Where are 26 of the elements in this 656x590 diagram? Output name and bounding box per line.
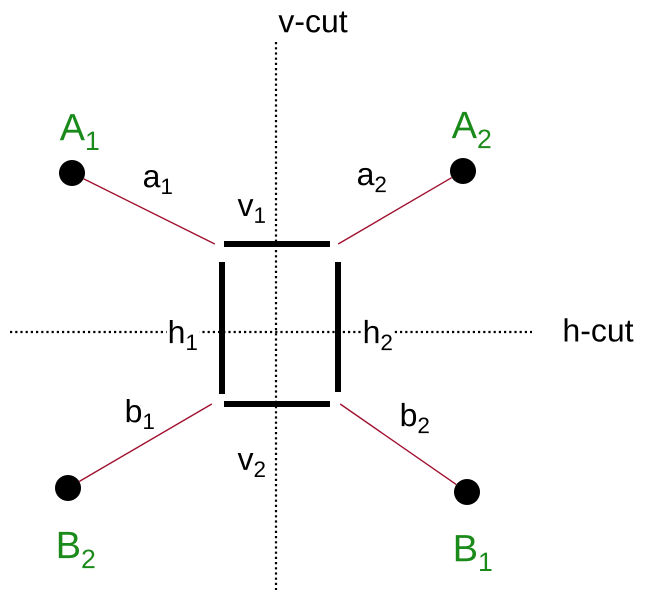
edge-label: b$_{1}$	[124, 398, 156, 430]
dot	[55, 475, 81, 501]
dot	[454, 479, 480, 505]
dot	[59, 160, 85, 186]
segment-label: v$_{1}$	[236, 198, 268, 224]
thick-segment	[224, 241, 330, 247]
point-label: B$_{1}$	[456, 535, 492, 571]
edge-label: a$_{2}$	[356, 166, 388, 194]
line	[79, 403, 212, 482]
thick-segment	[335, 262, 341, 392]
segment-label: v$_{2}$	[236, 452, 268, 478]
thick-segment	[219, 262, 225, 394]
segment-label: h$_{2}$	[362, 318, 394, 352]
thick-segment	[224, 401, 330, 407]
line	[338, 177, 452, 245]
line	[84, 178, 216, 245]
segment-label: h$_{1}$	[166, 319, 200, 352]
cut-label: h-cut	[561, 317, 635, 343]
point-label: B$_{2}$	[58, 532, 94, 568]
cut-label: v-cut	[277, 10, 349, 34]
point-label: A$_{1}$	[60, 114, 99, 150]
dot	[450, 158, 476, 184]
point-label: A$_{2}$	[452, 112, 490, 148]
edge-label: b$_{2}$	[398, 402, 432, 434]
line	[340, 403, 457, 486]
edge-label: a$_{1}$	[142, 168, 174, 196]
